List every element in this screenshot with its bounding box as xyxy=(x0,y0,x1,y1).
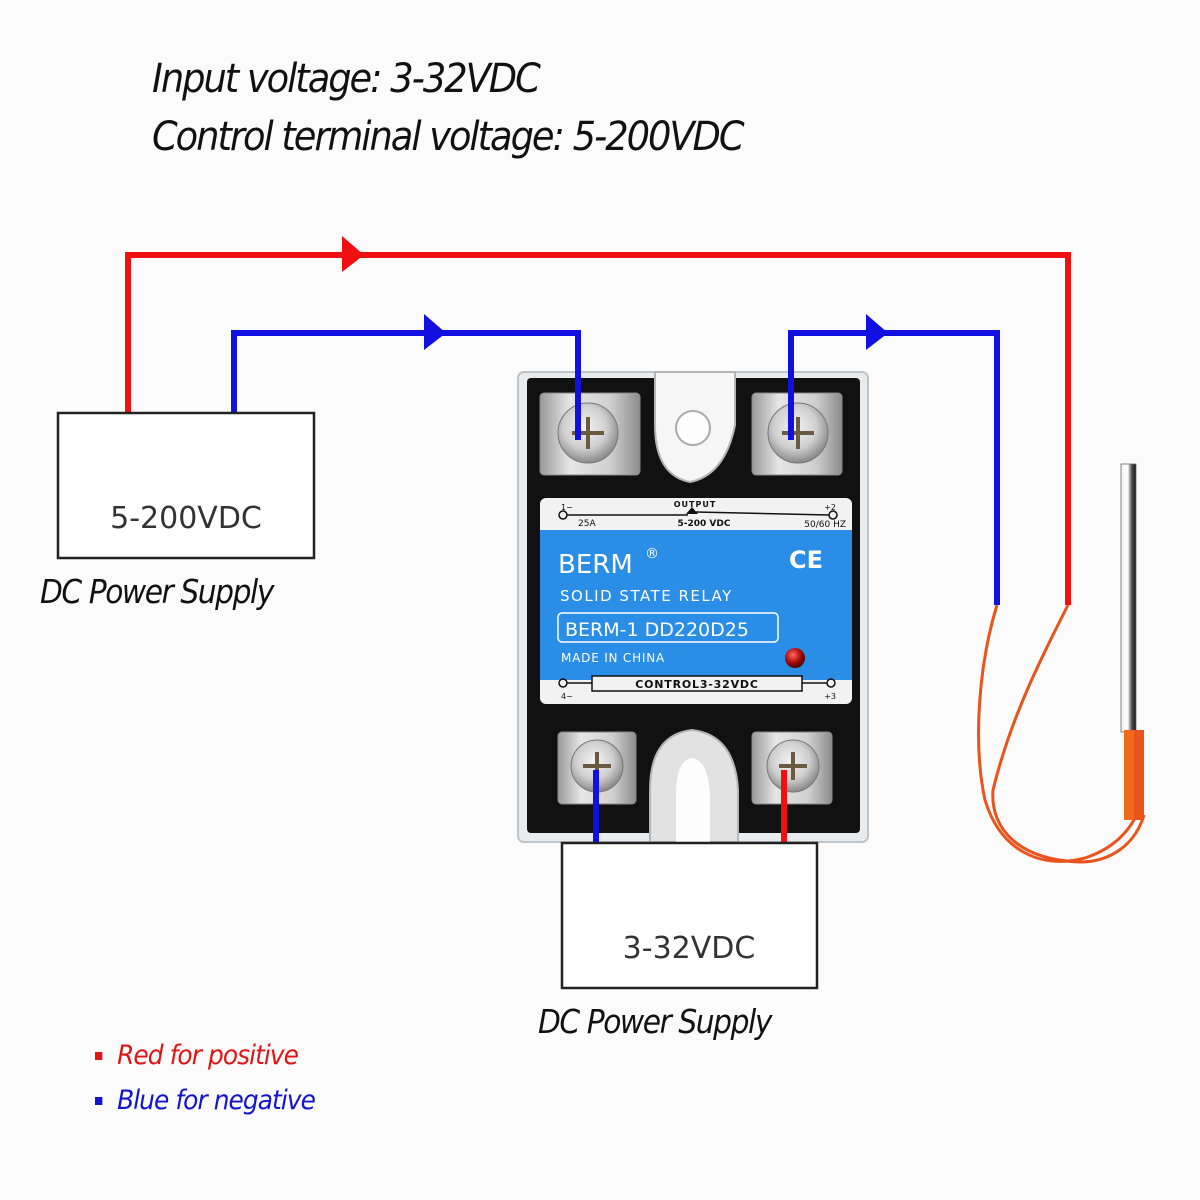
frequency-rating: 50/60 HZ xyxy=(804,520,846,530)
bottom-power-supply: 3-32VDC xyxy=(560,841,819,990)
arrow-right-icon xyxy=(424,314,446,350)
legend-negative-label: Blue for negative xyxy=(117,1085,316,1116)
legend-positive: Red for positive xyxy=(95,1040,299,1071)
left-supply-caption: DC Power Supply xyxy=(40,572,274,611)
arrow-right-icon xyxy=(866,314,888,350)
ce-mark: CE xyxy=(789,546,823,574)
legend-positive-label: Red for positive xyxy=(117,1040,299,1071)
red-square-icon xyxy=(95,1051,103,1060)
bottom-supply-caption: DC Power Supply xyxy=(538,1002,772,1041)
bottom-supply-voltage: 3-32VDC xyxy=(623,931,756,966)
terminal-2 xyxy=(751,392,843,476)
terminal-1 xyxy=(539,392,641,476)
blue-square-icon xyxy=(95,1096,103,1105)
output-voltage: 5-200 VDC xyxy=(678,519,731,529)
left-supply-voltage: 5-200VDC xyxy=(110,501,262,536)
model-number: BERM-1 DD220D25 xyxy=(565,619,749,641)
terminal-2-label: +2 xyxy=(824,503,836,512)
positive-wire-top xyxy=(125,236,1071,605)
registered-mark: ® xyxy=(645,546,659,562)
status-led-icon xyxy=(785,648,805,668)
solid-state-relay: 1− +2 OUTPUT 25A 5-200 VDC 50/60 HZ BERM… xyxy=(517,371,869,843)
arrow-right-icon xyxy=(342,236,364,272)
cartridge-heater-icon xyxy=(977,463,1146,864)
title-control-voltage: Control terminal voltage: 5-200VDC xyxy=(152,114,745,160)
current-rating: 25A xyxy=(578,519,596,529)
terminal-3-label: +3 xyxy=(824,692,836,701)
relay-type: SOLID STATE RELAY xyxy=(560,587,733,605)
terminal-4 xyxy=(557,731,637,805)
terminal-3 xyxy=(751,731,833,805)
output-label: OUTPUT xyxy=(674,500,717,509)
title-input-voltage: Input voltage: 3-32VDC xyxy=(152,56,541,102)
left-power-supply: 5-200VDC xyxy=(56,411,316,560)
terminal-4-label: 4− xyxy=(561,692,573,701)
brand-logo: BERM xyxy=(558,550,633,580)
legend-negative: Blue for negative xyxy=(95,1085,316,1116)
origin-label: MADE IN CHINA xyxy=(561,651,665,665)
control-rating: CONTROL3-32VDC xyxy=(635,678,758,691)
terminal-1-label: 1− xyxy=(561,503,573,512)
